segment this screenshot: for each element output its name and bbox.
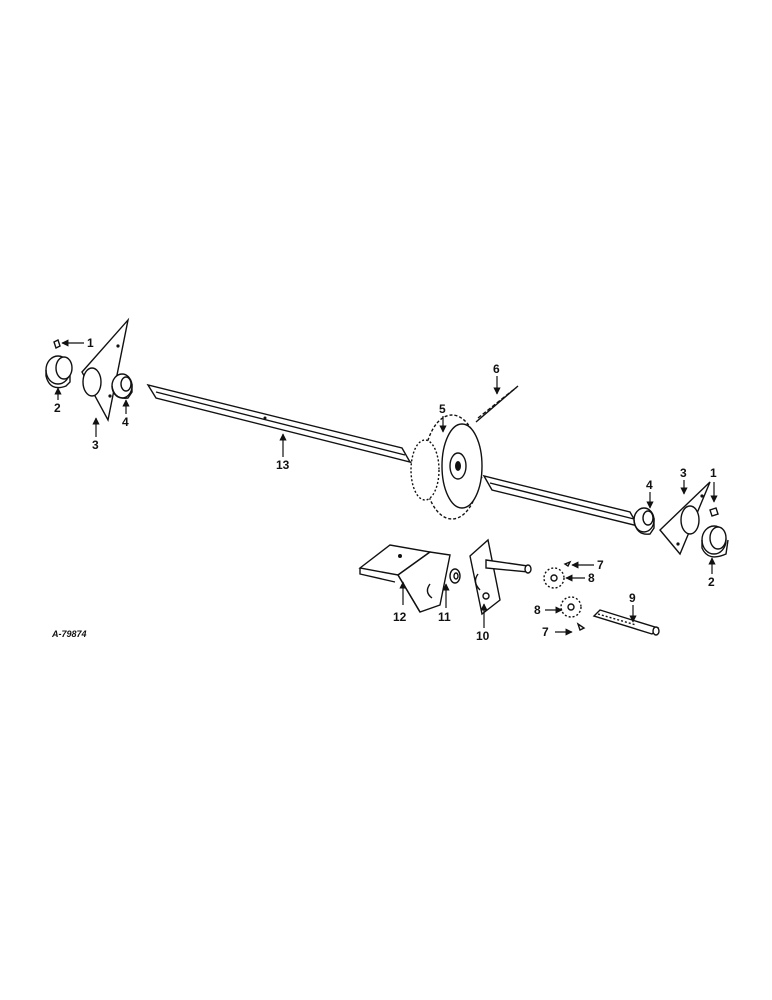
callout-10: 10 bbox=[476, 629, 490, 643]
callout-9: 9 bbox=[629, 591, 636, 605]
callout-2-right: 2 bbox=[708, 575, 715, 589]
stud-9 bbox=[592, 609, 660, 636]
callout-8-top: 8 bbox=[588, 571, 595, 585]
callout-7-bottom: 7 bbox=[542, 625, 549, 639]
left-assembly bbox=[45, 317, 133, 423]
callout-5: 5 bbox=[439, 402, 446, 416]
callout-11: 11 bbox=[438, 610, 451, 624]
chain-6 bbox=[475, 385, 519, 423]
leader-lines bbox=[54, 339, 718, 636]
sprockets-8 bbox=[543, 560, 586, 631]
callout-4-right: 4 bbox=[646, 478, 653, 492]
plate-10 bbox=[469, 538, 532, 616]
sprocket-5 bbox=[410, 414, 483, 520]
washer-11 bbox=[449, 568, 461, 584]
callout-4-left: 4 bbox=[122, 415, 129, 429]
shaft-13 bbox=[146, 383, 640, 528]
callout-1-left: 1 bbox=[87, 336, 94, 350]
callout-8-bottom: 8 bbox=[534, 603, 541, 617]
callout-3-right: 3 bbox=[680, 466, 687, 480]
right-assembly bbox=[633, 481, 729, 558]
callout-7-top: 7 bbox=[597, 558, 604, 572]
callout-3-left: 3 bbox=[92, 438, 99, 452]
callout-2-left: 2 bbox=[54, 401, 61, 415]
callout-13: 13 bbox=[276, 458, 290, 472]
callout-12: 12 bbox=[393, 610, 407, 624]
bracket-12 bbox=[358, 544, 451, 613]
figure-reference: A-79874 bbox=[51, 629, 87, 639]
callout-6: 6 bbox=[493, 362, 500, 376]
callout-labels: 1 2 3 4 5 6 13 3 1 4 2 7 8 8 7 9 12 11 1… bbox=[54, 336, 717, 643]
callout-1-right: 1 bbox=[710, 466, 717, 480]
